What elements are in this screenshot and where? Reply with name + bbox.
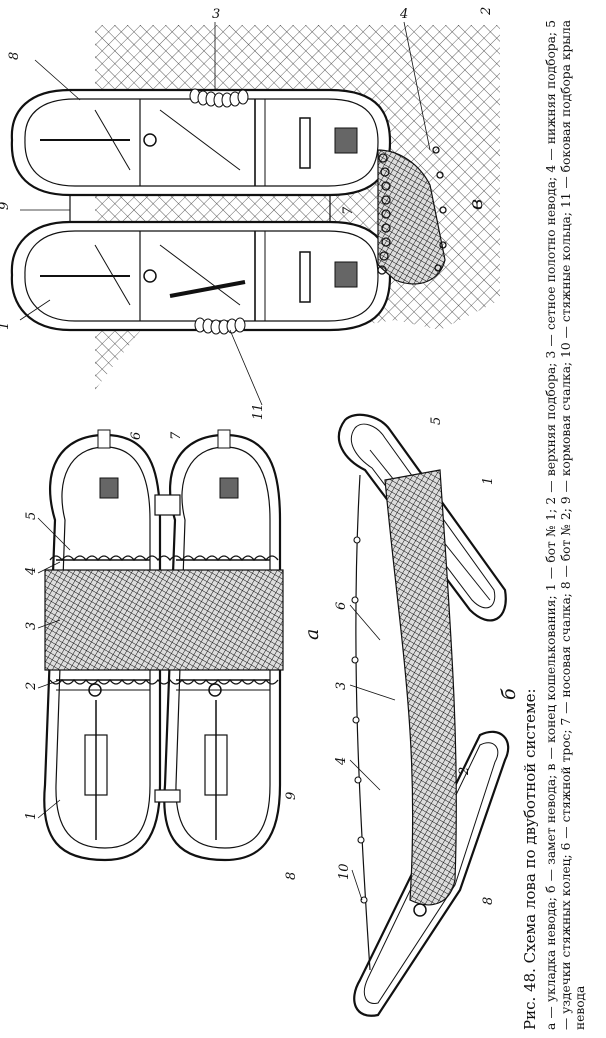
panel-label-b: б — [498, 688, 520, 700]
panel-v: 2 3 4 8 9 1 7 11 в — [0, 7, 500, 420]
callout-v-8: 8 — [7, 52, 22, 60]
panel-v-boat-1 — [10, 220, 392, 332]
panel-v-rings — [377, 146, 447, 275]
caption-legend: а — укладка невода; б — замет невода; в … — [544, 20, 588, 1030]
panel-b-callouts: 1 5 6 3 4 2 10 8 — [334, 417, 496, 905]
callout-a-3: 3 — [24, 622, 39, 630]
callout-v-3: 3 — [212, 7, 220, 22]
panel-b-rings — [351, 536, 368, 904]
panel-v-float-line-bottom — [194, 317, 246, 335]
callout-b-10: 10 — [337, 863, 352, 880]
panel-a-stacked-net — [44, 569, 284, 671]
callout-a-8: 8 — [284, 872, 299, 880]
callout-v-2: 2 — [479, 7, 494, 16]
callout-b-5: 5 — [429, 417, 444, 425]
callout-b-2: 2 — [457, 767, 472, 776]
panel-a-callouts: 1 2 3 4 5 6 7 9 8 — [24, 431, 299, 880]
callout-b-1: 1 — [481, 477, 496, 485]
callout-a-4: 4 — [24, 567, 39, 576]
callout-b-6: 6 — [334, 602, 349, 610]
caption-title: Рис. 48. Схема лова по двуботной системе… — [521, 688, 539, 1030]
panel-v-callouts: 2 3 4 8 9 1 7 11 — [0, 7, 494, 420]
callout-b-3: 3 — [334, 682, 349, 690]
callout-v-9: 9 — [0, 202, 12, 210]
callout-v-11: 11 — [251, 403, 266, 420]
callout-a-2: 2 — [24, 682, 39, 691]
panel-b-net — [384, 469, 457, 906]
callout-b-8: 8 — [481, 897, 496, 905]
panel-label-v: в — [465, 199, 487, 210]
panel-v-net-background — [95, 25, 500, 390]
callout-v-7: 7 — [341, 206, 356, 215]
panel-label-a: а — [301, 629, 323, 640]
panel-v-gathered-net — [377, 149, 446, 285]
panel-a-stern-tie — [154, 789, 181, 803]
callout-v-4: 4 — [399, 7, 408, 22]
callout-a-6: 6 — [129, 432, 144, 440]
panel-v-float-line-top — [189, 88, 249, 108]
callout-a-5: 5 — [24, 512, 39, 520]
callout-a-7: 7 — [169, 431, 184, 440]
panel-b: 1 5 6 3 4 2 10 8 б — [334, 413, 520, 1017]
panel-a-bow-tie — [154, 494, 181, 516]
callout-a-1: 1 — [24, 812, 39, 820]
panel-a-footrope-loops — [49, 555, 279, 685]
panel-b-purse-wire — [355, 474, 371, 971]
panel-v-boat-2 — [10, 88, 392, 197]
callout-a-9: 9 — [284, 792, 299, 800]
callout-v-1: 1 — [0, 322, 12, 330]
figure-caption: Рис. 48. Схема лова по двуботной системе… — [520, 20, 588, 1030]
panel-a: 1 2 3 4 5 6 7 9 8 а — [24, 429, 323, 880]
callout-b-4: 4 — [334, 757, 349, 766]
